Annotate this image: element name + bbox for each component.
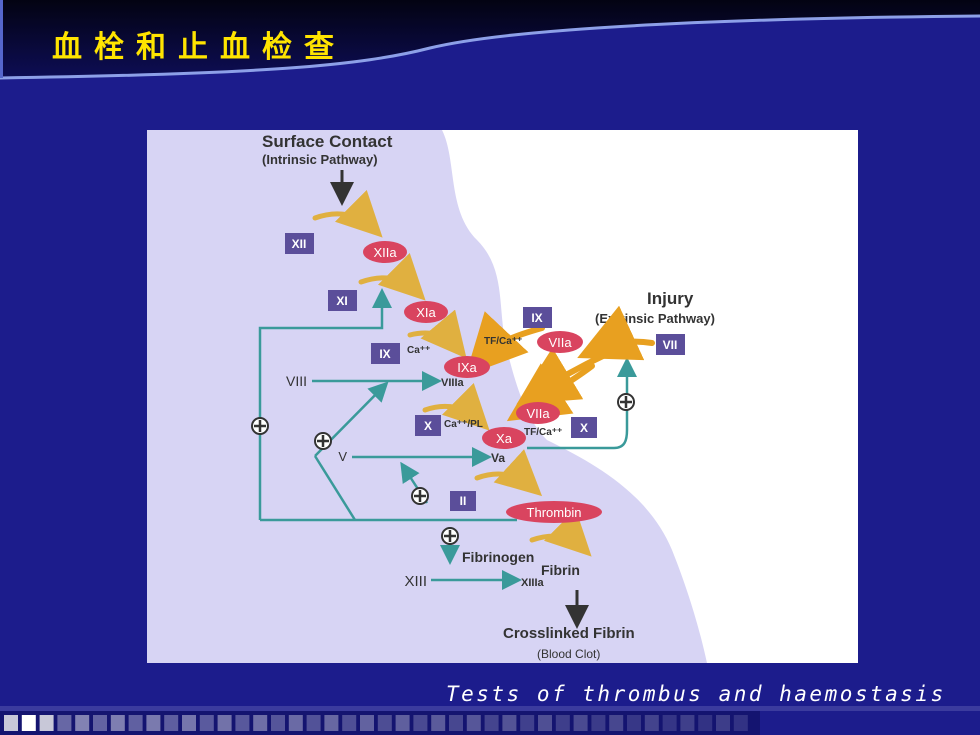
factor-viia-top-label: VIIa	[548, 335, 572, 350]
surface-contact-title: Surface Contact	[262, 132, 393, 151]
fibrinogen-label: Fibrinogen	[462, 549, 534, 565]
factor-va-label: Va	[491, 451, 505, 465]
thrombin-oval	[506, 501, 602, 523]
thrombin-label: Thrombin	[527, 505, 582, 520]
factor-xa-oval	[482, 427, 526, 449]
crosslinked-fibrin-title: Crosslinked Fibrin	[503, 625, 635, 642]
slide-subtitle: Tests of thrombus and haemostasis	[446, 682, 946, 706]
factor-ix-box	[371, 343, 400, 364]
factor-ix-top-label: IX	[531, 311, 542, 325]
factor-xii-label: XII	[292, 237, 307, 251]
factor-x-label: X	[424, 419, 432, 433]
factor-xiii-label: XIII	[404, 573, 427, 590]
crosslinked-fibrin-subtitle: (Blood Clot)	[537, 647, 600, 661]
bottom-decorative-strip	[0, 711, 760, 735]
factor-viia-top-oval	[537, 331, 583, 353]
fibrin-label: Fibrin	[541, 562, 580, 578]
slide-title: 血栓和止血检查	[52, 30, 346, 65]
factor-ixa-oval	[444, 356, 490, 378]
factor-xi-box	[328, 290, 357, 311]
surface-contact-subtitle: (Intrinsic Pathway)	[262, 152, 378, 167]
factor-vii-label: VII	[663, 338, 678, 352]
factor-x-right-label: X	[580, 421, 588, 435]
factor-xiiia-label: XIIIa	[521, 577, 545, 589]
factor-viia-bottom-label: VIIa	[526, 406, 550, 421]
factor-xiia-label: XIIa	[373, 245, 397, 260]
factor-xiia-oval	[363, 241, 407, 263]
factor-vii-box	[656, 334, 685, 355]
factor-v-label: V	[338, 449, 347, 464]
factor-xia-oval	[404, 301, 448, 323]
factor-viia-bottom-oval	[516, 402, 560, 424]
injury-title: Injury	[647, 289, 694, 308]
cofactor-tfca-top-label: TF/Ca⁺⁺	[484, 336, 522, 347]
factor-x-right-box	[571, 417, 597, 438]
plus-icon-thrombin	[411, 487, 429, 505]
cofactor-ca-label: Ca⁺⁺	[407, 345, 430, 356]
factor-xii-box	[285, 233, 314, 254]
plus-icon-left	[251, 417, 269, 435]
plus-icon-fibrinogen	[441, 527, 459, 545]
factor-ii-box	[450, 491, 476, 511]
coagulation-cascade-diagram: Surface Contact (Intrinsic Pathway) Inju…	[147, 130, 858, 663]
plus-icon-right	[617, 393, 635, 411]
cofactor-capl-label: Ca⁺⁺/PL	[444, 419, 483, 430]
factor-ix-top-box	[523, 307, 552, 328]
factor-ixa-label: IXa	[457, 360, 477, 375]
cofactor-tfca-bottom-label: TF/Ca⁺⁺	[524, 427, 562, 438]
factor-viiia-label: VIIIa	[441, 377, 465, 389]
factor-ii-label: II	[460, 494, 467, 508]
injury-subtitle: (Extrinsic Pathway)	[595, 311, 715, 326]
factor-xa-label: Xa	[496, 431, 513, 446]
factor-x-box	[415, 415, 441, 436]
factor-viii-label: VIII	[286, 373, 307, 389]
factor-xi-label: XI	[336, 294, 347, 308]
factor-ix-label: IX	[379, 347, 390, 361]
plus-icon-v	[314, 432, 332, 450]
factor-xia-label: XIa	[416, 305, 436, 320]
